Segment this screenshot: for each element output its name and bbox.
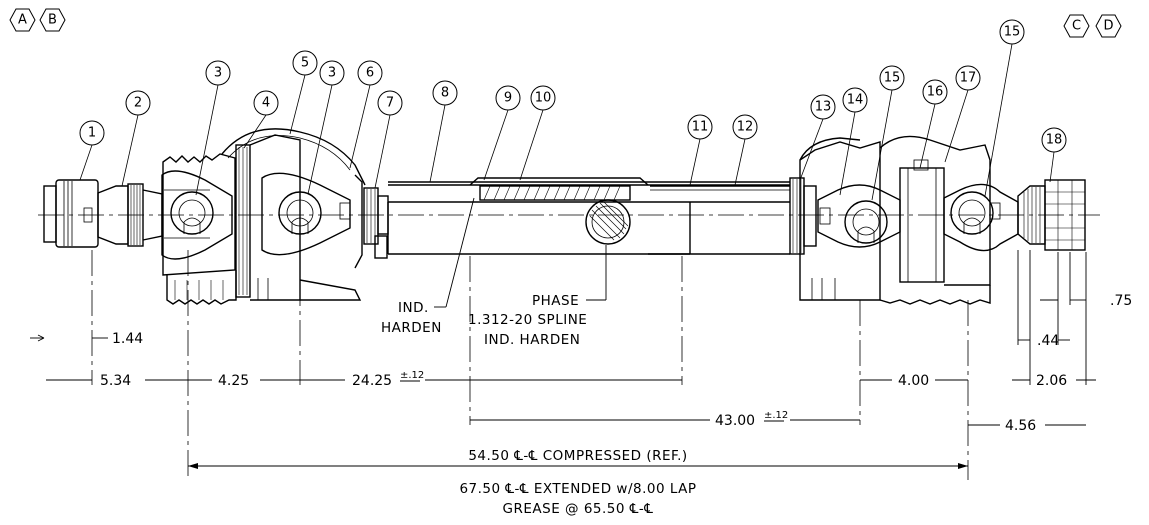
hex-tag-b: B — [39, 8, 66, 32]
guard-shield — [221, 128, 366, 186]
svg-text:HARDEN: HARDEN — [381, 320, 442, 336]
dim-75: .75 — [1040, 293, 1132, 309]
svg-text:16: 16 — [927, 85, 944, 100]
svg-text:43.00: 43.00 — [715, 413, 755, 429]
dim-4-56: 4.56 — [968, 418, 1086, 434]
hex-tag-d: D — [1095, 14, 1122, 38]
dim-2-06: 2.06 — [1012, 373, 1096, 389]
yoke-collar — [43, 179, 99, 248]
svg-text:5.34: 5.34 — [100, 373, 131, 389]
svg-text:5: 5 — [301, 56, 309, 71]
svg-text:.75: .75 — [1110, 293, 1132, 309]
balloon-12: 12 — [732, 114, 758, 186]
extension-lines — [91, 250, 1087, 480]
left-ujoint — [161, 170, 233, 260]
right-collar — [789, 177, 817, 255]
spline-section — [585, 199, 631, 245]
balloon-4: 4 — [243, 90, 279, 149]
center-ujoint — [261, 172, 362, 301]
svg-text:1: 1 — [88, 126, 96, 141]
dim-4-25: 4.25 — [188, 373, 300, 389]
svg-text:8: 8 — [441, 86, 449, 101]
svg-text:3: 3 — [214, 66, 222, 81]
dim-4-00: 4.00 — [860, 373, 968, 389]
svg-text:12: 12 — [737, 120, 754, 135]
svg-text:4.25: 4.25 — [218, 373, 249, 389]
svg-text:IND.: IND. — [398, 300, 429, 316]
svg-text:15: 15 — [884, 71, 901, 86]
spline-member — [469, 177, 691, 255]
balloon-18: 18 — [1041, 127, 1067, 183]
bearing-ring — [235, 134, 301, 301]
balloon-2: 2 — [121, 90, 151, 187]
inner-tube — [650, 185, 790, 191]
svg-text:±.12: ±.12 — [400, 370, 424, 381]
svg-text:7: 7 — [386, 96, 394, 111]
svg-text:±.12: ±.12 — [764, 410, 788, 421]
svg-text:IND. HARDEN: IND. HARDEN — [484, 332, 580, 348]
right-ujoint-inner — [817, 184, 901, 248]
svg-text:1.44: 1.44 — [112, 331, 143, 347]
balloon-16: 16 — [919, 79, 948, 169]
right-guard-cone — [799, 137, 881, 301]
svg-text:C: C — [1072, 19, 1081, 34]
svg-text:2.06: 2.06 — [1036, 373, 1067, 389]
svg-text:18: 18 — [1046, 133, 1063, 148]
phase-spline-callout: PHASE 1.312-20 SPLINE IND. HARDEN — [468, 245, 607, 348]
svg-text:A: A — [18, 13, 27, 28]
dim-43-00: 43.00 ±.12 — [470, 410, 860, 429]
svg-text:11: 11 — [692, 120, 709, 135]
balloon-14: 14 — [839, 87, 868, 196]
svg-text:10: 10 — [535, 91, 552, 106]
svg-text:9: 9 — [504, 91, 512, 106]
svg-text:GREASE @ 65.50 ℄-℄: GREASE @ 65.50 ℄-℄ — [503, 501, 654, 517]
hex-tag-c: C — [1063, 14, 1090, 38]
svg-text:67.50 ℄-℄ EXTENDED w/8.00 LAP: 67.50 ℄-℄ EXTENDED w/8.00 LAP — [459, 481, 696, 497]
balloon-1: 1 — [79, 120, 105, 181]
dim-24-25: 24.25 ±.12 — [300, 370, 682, 389]
right-ujoint-outer — [943, 183, 1019, 252]
dim-5-34: 5.34 — [46, 373, 188, 389]
svg-text:D: D — [1103, 19, 1113, 34]
svg-text:.44: .44 — [1037, 333, 1059, 349]
balloon-5a: 5 — [289, 50, 318, 135]
svg-text:14: 14 — [847, 93, 864, 108]
outer-tube — [387, 181, 790, 255]
dim-1-44: 1.44 — [30, 331, 143, 347]
balloon-9: 9 — [483, 85, 521, 181]
svg-text:1.312-20 SPLINE: 1.312-20 SPLINE — [468, 312, 587, 328]
ind-harden-callout: IND. HARDEN — [381, 197, 475, 336]
svg-text:4.56: 4.56 — [1005, 418, 1036, 434]
svg-text:4: 4 — [262, 96, 270, 111]
splined-hub — [1017, 179, 1086, 251]
balloon-6: 6 — [349, 60, 383, 169]
svg-text:2: 2 — [134, 96, 142, 111]
overall-length-dim: 54.50 ℄-℄ COMPRESSED (REF.) 67.50 ℄-℄ EX… — [188, 448, 968, 517]
svg-text:54.50 ℄-℄ COMPRESSED (REF.): 54.50 ℄-℄ COMPRESSED (REF.) — [468, 448, 687, 464]
svg-text:6: 6 — [366, 66, 374, 81]
svg-text:3: 3 — [328, 66, 336, 81]
shaft-collar — [354, 174, 389, 269]
balloon-3a: 3 — [195, 60, 231, 196]
balloon-11: 11 — [687, 114, 713, 186]
svg-text:13: 13 — [815, 100, 832, 115]
dim-44: .44 — [1018, 333, 1070, 349]
svg-text:4.00: 4.00 — [898, 373, 929, 389]
hex-tag-a: A — [9, 8, 36, 32]
balloon-3b: 3 — [307, 60, 345, 195]
svg-text:PHASE: PHASE — [532, 293, 579, 309]
svg-text:B: B — [48, 13, 57, 28]
balloon-15a: 15 — [871, 65, 905, 201]
balloon-13: 13 — [799, 94, 836, 181]
balloon-15b: 15 — [984, 19, 1025, 197]
balloon-7: 7 — [374, 90, 403, 189]
balloon-8: 8 — [429, 80, 458, 183]
svg-text:24.25: 24.25 — [352, 373, 392, 389]
right-center-bearing — [879, 135, 991, 305]
balloon-17: 17 — [944, 65, 981, 163]
svg-text:17: 17 — [960, 71, 977, 86]
svg-text:15: 15 — [1004, 25, 1021, 40]
balloon-10: 10 — [519, 85, 556, 181]
